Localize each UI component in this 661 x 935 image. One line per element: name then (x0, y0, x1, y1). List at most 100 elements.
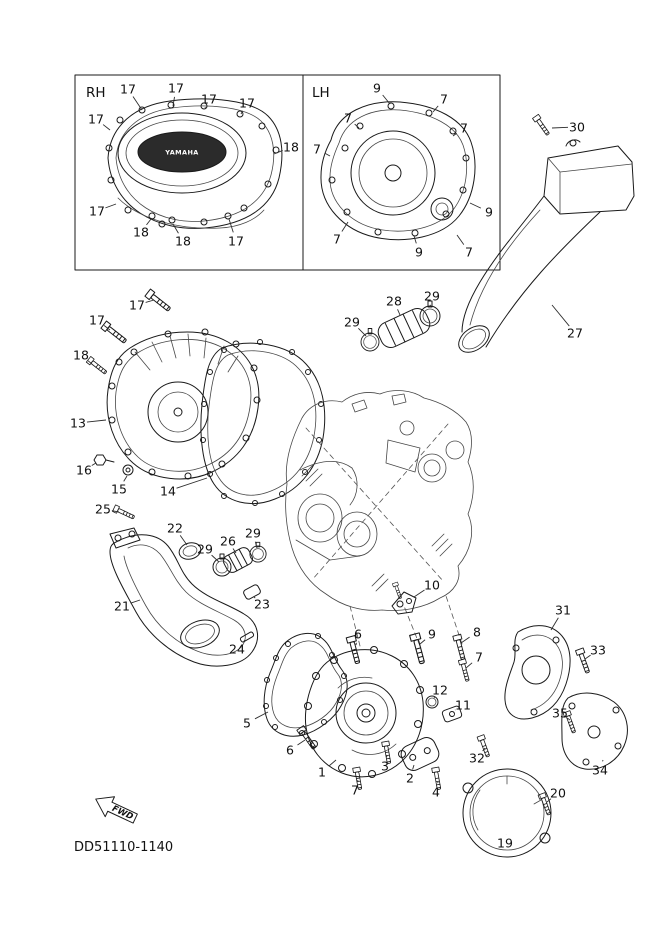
callout-label: 29 (344, 315, 360, 330)
callout-leader-line (240, 110, 244, 115)
callout-leader-line (465, 662, 473, 669)
cover-31 (504, 625, 571, 720)
callout-leader-line (433, 696, 435, 699)
callout-label: 29 (197, 542, 213, 557)
bolt-6-b (296, 725, 319, 751)
bolt-17-b (100, 320, 129, 346)
callout-label: 9 (428, 627, 436, 642)
callout-leader-line (91, 462, 97, 466)
callout-label: 7 (460, 121, 468, 136)
callout-leader-line (105, 203, 117, 209)
callout-leader-line (145, 299, 155, 303)
fwd-arrow-label: FWD (110, 804, 134, 822)
callout-leader-line (412, 764, 415, 770)
callout-label: 17 (239, 96, 255, 111)
callout-leader-line (482, 747, 486, 752)
callout-label: 1 (318, 765, 326, 780)
callout-label: 14 (160, 484, 176, 499)
callout-leader-line (328, 759, 337, 767)
callout-label: 5 (243, 716, 251, 731)
callout-label: 16 (76, 463, 92, 478)
rh-cover-illustration: YAMAHA (105, 98, 283, 229)
callout-leader-line (273, 150, 283, 155)
callout-leader-line (413, 589, 425, 598)
callout-leader-line (242, 639, 246, 643)
callout-leader-line (358, 328, 367, 337)
callout-leader-line (176, 477, 208, 489)
callout-leader-line (452, 132, 457, 137)
callout-label: 17 (89, 204, 105, 219)
callout-label: 3 (381, 759, 389, 774)
callout-leader-line (432, 105, 439, 113)
callout-leader-line (132, 96, 143, 111)
callout-label: 30 (569, 120, 585, 135)
fwd-arrow: FWD (95, 796, 138, 824)
callout-leader-line (297, 739, 306, 746)
callout-label: 17 (129, 298, 145, 313)
gasket-5 (263, 633, 348, 737)
callout-label: 25 (95, 502, 111, 517)
callout-label: 13 (70, 416, 86, 431)
callout-leader-line (87, 360, 93, 365)
callout-leader-line (460, 636, 470, 644)
callout-label: 35 (552, 706, 568, 721)
bolt-25 (112, 504, 136, 522)
callout-leader-line (172, 223, 179, 234)
bolt-8 (452, 633, 468, 661)
callout-label: 10 (424, 578, 440, 593)
callout-label: 28 (386, 294, 402, 309)
callout-label: 7 (475, 650, 483, 665)
bolt-10-bracket (392, 581, 404, 600)
callout-label: 17 (88, 112, 104, 127)
callout-label: 18 (175, 234, 191, 249)
callout-leader-line (584, 654, 591, 660)
duct-seal-22 (178, 542, 202, 560)
joint-23 (243, 584, 261, 600)
hatching (301, 463, 453, 592)
callout-label: 24 (229, 642, 245, 657)
callout-label: 7 (465, 245, 473, 260)
lh-cover-illustration (320, 101, 476, 241)
callout-label: 8 (473, 625, 481, 640)
callout-leader-line (567, 717, 571, 721)
callout-leader-line (254, 711, 269, 720)
callout-leader-line (86, 419, 107, 423)
callout-leader-line (211, 554, 220, 563)
callout-label: 6 (286, 743, 294, 758)
bolt-7-a (457, 658, 472, 683)
callout-label: 7 (344, 111, 352, 126)
callout-label: 17 (228, 234, 244, 249)
brand-badge (137, 131, 227, 173)
hose-28 (377, 308, 431, 348)
callout-label: 11 (455, 698, 471, 713)
callout-leader-line (179, 535, 188, 546)
drain-plug-16 (93, 454, 115, 466)
bracket-10 (391, 591, 417, 615)
callout-label: 9 (415, 245, 423, 260)
callout-label: 9 (373, 81, 381, 96)
callout-label: 17 (201, 92, 217, 107)
callout-label: 29 (424, 289, 440, 304)
callout-label: 23 (254, 597, 270, 612)
hose-26 (223, 547, 253, 573)
plate-11 (441, 705, 463, 723)
pin-24 (239, 631, 255, 643)
callout-leader-line (254, 541, 258, 549)
callout-label: 7 (351, 783, 359, 798)
bolt-30 (532, 113, 552, 137)
callout-label: 26 (220, 534, 236, 549)
callout-label: 18 (73, 348, 89, 363)
callout-leader-line (546, 798, 552, 803)
callout-leader-line (382, 94, 391, 105)
rh-view-label: RH (86, 85, 106, 101)
lh-bolt-holes (328, 102, 470, 237)
callout-label: 17 (89, 313, 105, 328)
callout-label: 33 (590, 643, 606, 658)
callout-leader-line (103, 325, 111, 331)
drawing-code: DD51110-1140 (74, 840, 173, 855)
gasket-14-holes (200, 339, 324, 506)
callout-label: 20 (550, 786, 566, 801)
intake-duct-27 (458, 139, 635, 353)
